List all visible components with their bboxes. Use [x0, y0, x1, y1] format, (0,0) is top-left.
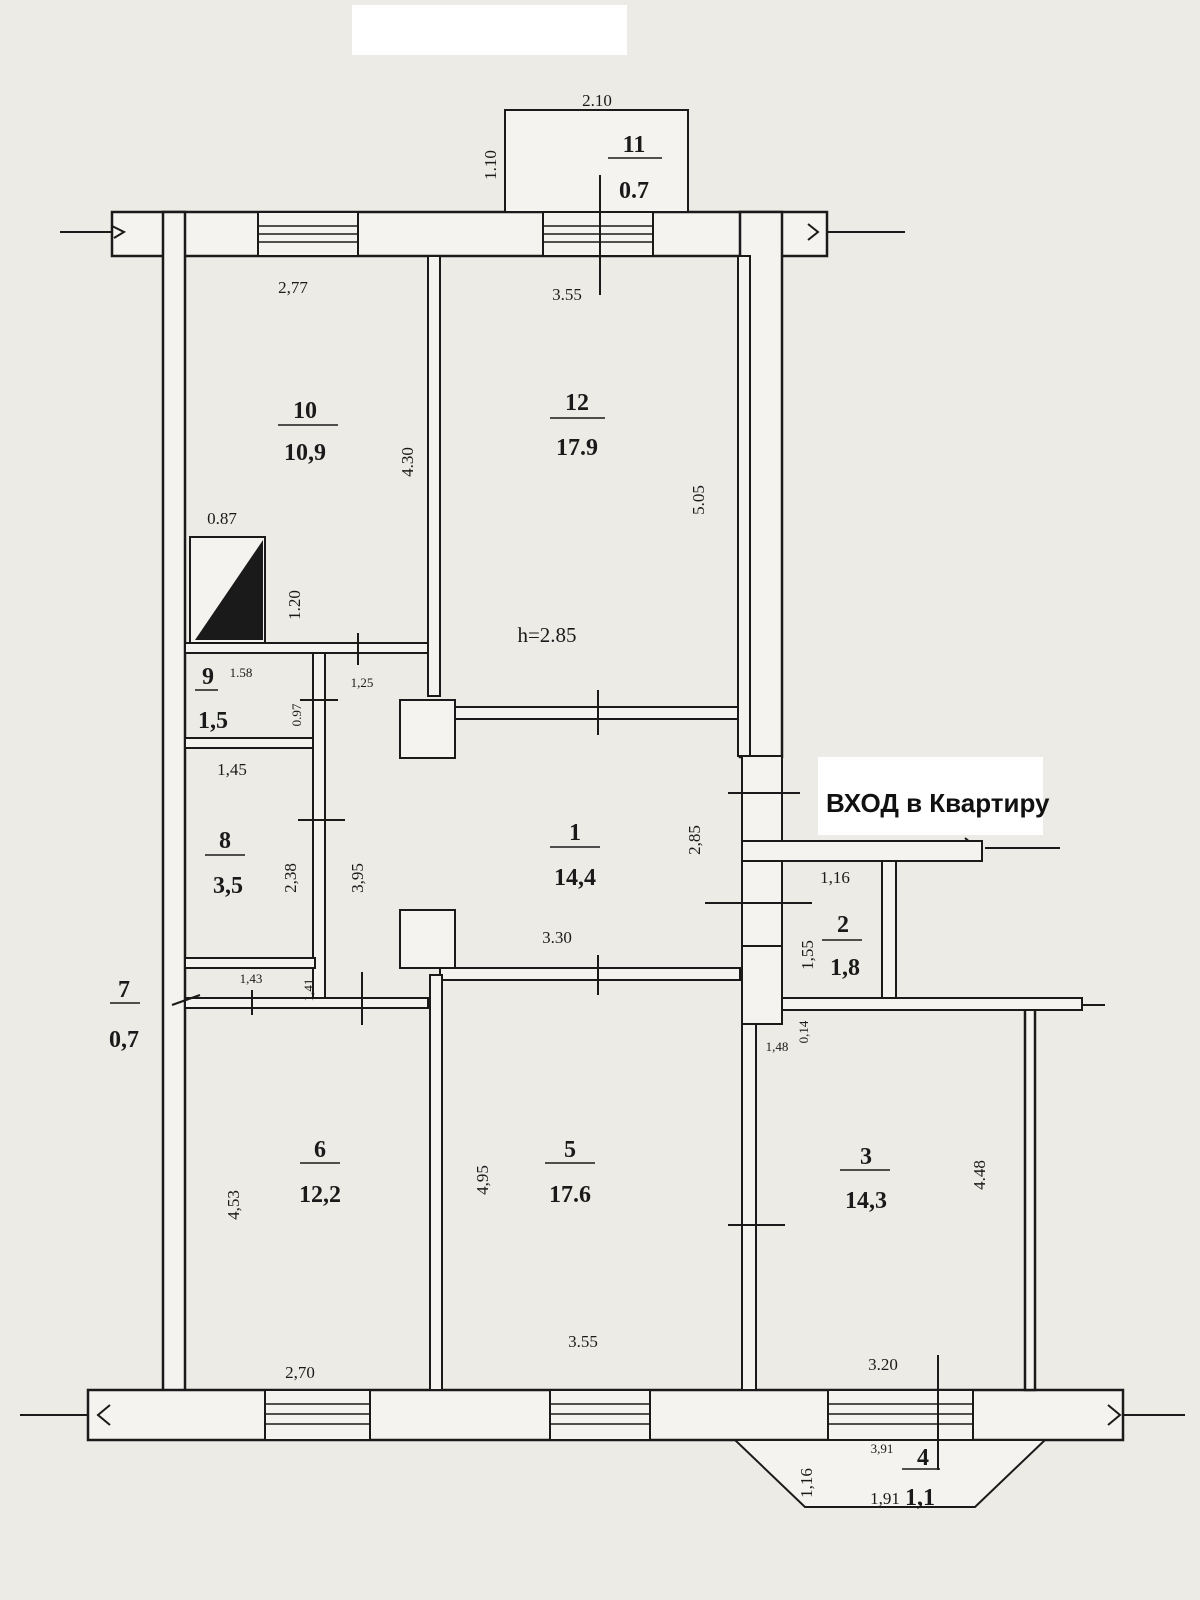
room-labels: 11 0.7 10 10,9 12 17.9 9 1,5 8 3,5 1 14,… — [109, 132, 935, 1511]
dim-room6-length: 4,53 — [224, 1190, 243, 1220]
entrance-label: ВХОД в Квартиру — [826, 788, 1050, 818]
room-9-area: 1,5 — [198, 708, 228, 734]
dim-room1-length: 2,85 — [685, 825, 704, 855]
dim-balcony-depth: 1.10 — [481, 150, 500, 180]
window-top-left — [257, 211, 359, 257]
window-bottom-right — [827, 1389, 974, 1441]
dim-room3-length: 4.48 — [970, 1160, 989, 1190]
room-3-number: 3 — [860, 1144, 872, 1170]
room-11-area: 0.7 — [619, 178, 649, 204]
dim-room2-length: 1,55 — [798, 940, 817, 970]
dim-corridor-length: 3,95 — [348, 863, 367, 893]
dim-room12-length: 5.05 — [689, 485, 708, 515]
dim-shaft-length: 1.20 — [285, 590, 304, 620]
dim-room9-length: 0.97 — [289, 703, 304, 726]
room-12-area: 17.9 — [556, 435, 598, 461]
dim-room10-length: 4.30 — [398, 447, 417, 477]
dim-door-width: 1,25 — [351, 675, 374, 690]
room-5-number: 5 — [564, 1137, 576, 1163]
room-12-number: 12 — [565, 390, 589, 416]
balcony-4 — [732, 1439, 1048, 1508]
dim-room8-length: 2,38 — [281, 863, 300, 893]
room-7-number: 7 — [118, 977, 130, 1003]
room-3-area: 14,3 — [845, 1188, 887, 1214]
dim-balcony4-width-bottom: 1,91 — [870, 1489, 900, 1508]
dim-room1-width: 3.30 — [542, 928, 572, 947]
ceiling-height: h=2.85 — [517, 623, 576, 647]
dim-room8-width: 1,45 — [217, 760, 247, 779]
room-4-number: 4 — [917, 1445, 929, 1471]
shaft-fill — [195, 540, 263, 640]
room-10-area: 10,9 — [284, 440, 326, 466]
interior-walls — [184, 255, 1083, 1391]
dim-room6-width: 2,70 — [285, 1363, 315, 1382]
room-1-number: 1 — [569, 820, 581, 846]
dim-balcony4-width-top: 3,91 — [871, 1441, 894, 1456]
window-bottom-left — [264, 1389, 371, 1441]
dim-room2-width: 1,16 — [820, 868, 850, 887]
window-bottom-center — [549, 1389, 651, 1441]
top-blank-strip — [352, 5, 627, 55]
room-2-number: 2 — [837, 912, 849, 938]
room-1-area: 14,4 — [554, 865, 596, 891]
dim-room5-width: 3.55 — [568, 1332, 598, 1351]
dim-room10-width: 2,77 — [278, 278, 308, 297]
window-top-center — [542, 211, 654, 257]
room-2-area: 1,8 — [830, 955, 860, 981]
dim-room12-width: 3.55 — [552, 285, 582, 304]
entrance-label-bg — [818, 757, 1043, 835]
room-9-number: 9 — [202, 664, 214, 690]
dim-room9-width: 1.58 — [230, 665, 253, 680]
room-4-area: 1,1 — [905, 1485, 935, 1511]
room-8-area: 3,5 — [213, 873, 243, 899]
dim-room3-width: 3.20 — [868, 1355, 898, 1374]
room-6-number: 6 — [314, 1137, 326, 1163]
dim-room7-width: 1,43 — [240, 971, 263, 986]
room-11-number: 11 — [623, 132, 646, 158]
room-10-number: 10 — [293, 398, 317, 424]
room-7-area: 0,7 — [109, 1027, 139, 1053]
dim-room7-length: 1,41 — [301, 979, 316, 1002]
room-6-area: 12,2 — [299, 1182, 341, 1208]
dim-balcony4-depth: 1,16 — [797, 1468, 816, 1498]
room-8-number: 8 — [219, 828, 231, 854]
fraction-bars — [110, 157, 940, 1470]
dimension-labels: 2.10 1.10 2,77 3.55 4.30 5.05 0.87 1.20 … — [207, 91, 989, 1508]
room-5-area: 17.6 — [549, 1182, 591, 1208]
door-ticks — [171, 175, 939, 1470]
dim-148: 1,48 — [766, 1039, 789, 1054]
dim-room5-length: 4,95 — [473, 1165, 492, 1195]
balcony-11 — [504, 109, 689, 213]
dim-shaft-width: 0.87 — [207, 509, 237, 528]
dim-wall-014: 0,14 — [796, 1020, 811, 1043]
dim-balcony-width: 2.10 — [582, 91, 612, 110]
